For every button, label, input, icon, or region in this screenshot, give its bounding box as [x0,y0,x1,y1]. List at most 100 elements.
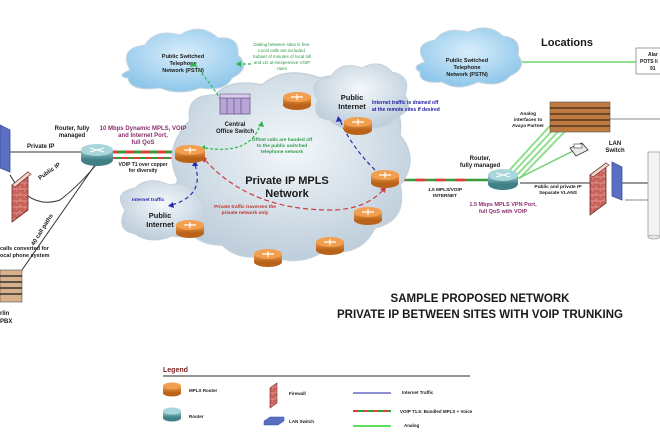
voip-t1-line2: for diversity [129,168,158,174]
mpls-router-icon[interactable] [316,237,344,255]
mpls-router-icon [163,382,181,397]
firewall-icon-left[interactable] [11,171,32,223]
central-office-label-2: Office Switch [216,129,254,135]
router-right-label-1: Router, [470,156,491,162]
firewall-icon [269,382,278,409]
left-lan-switch-icon[interactable] [0,124,11,173]
svg-text:91: 91 [650,66,656,72]
firewall-icon-right[interactable] [589,162,610,216]
svg-text:Alar: Alar [648,52,658,58]
fax-analog-link [514,149,576,181]
internet-top-line1: Public [341,93,364,102]
mpls-cloud-line2: Network [265,188,309,200]
internet-drained-line1: Internet traffic is drained off [372,100,439,106]
analog-interfaces-1: Analog [520,111,536,117]
dialing-note-5: rates [277,66,288,71]
port-left-line1: 10 Mbps Dynamic MPLS, VOIP [100,126,187,132]
svg-text:Firewall: Firewall [289,391,306,396]
mpls-voip-internet-2: INTERNET [433,193,457,199]
legend-title: Legend [163,367,188,374]
legend-item-router: Router [163,407,204,422]
analog-links [504,114,576,179]
avaya-partner-icon[interactable] [549,101,611,133]
dialing-note-4: and LD at inexpensive VOIP [254,60,311,65]
mpls-router-icon[interactable] [354,207,382,225]
analog-interfaces-2: interfaces to [514,117,543,123]
dialing-note-3: Subset of minutes of local toll [253,54,312,59]
legend-item-firewall: Firewall [269,382,306,409]
central-office-switch-icon[interactable] [219,93,251,115]
offnet-note-3: telephone network [261,149,304,155]
legend: Legend MPLS Router Router Firewall LAN S… [163,367,473,428]
diagram-title-line2: PRIVATE IP BETWEEN SITES WITH VOIP TRUNK… [337,309,623,321]
router-icon-right[interactable] [488,169,518,190]
port-left-line3: full QoS [132,140,155,146]
pstn-left-line2: Telephone [169,61,196,67]
pstn-cloud-left: Public Switched Telephone Network (PSTN) [121,28,245,93]
svg-text:VOIP T1.5: Bundled MPLS + Voic: VOIP T1.5: Bundled MPLS + Voice [400,409,473,414]
pstn-dial-arrow [194,64,229,114]
internet-bottom-line2: Internet [146,220,174,229]
router-left-label-2: managed [59,133,86,139]
lan-switch-icon-right[interactable] [611,161,623,201]
legend-item-analog: Analog [353,423,420,428]
mpls-router-icon[interactable] [254,249,282,267]
vlans-line2: Separate VLANS [539,190,578,196]
svg-text:Router: Router [189,414,204,419]
pstn-left-line1: Public Switched [162,54,204,60]
internet-traffic-arrow-right [339,119,376,171]
fax-icon[interactable] [569,142,589,157]
calls-converted-line2: ocal phone system [0,253,50,259]
mpls-router-icon[interactable] [175,145,205,163]
pbx-icon[interactable] [0,269,23,303]
internet-drained-line2: at the remote sites if desired [372,107,440,113]
router-right-label-2: fully managed [460,163,501,169]
pstn-right-line3: Network (PSTN) [446,72,488,78]
internet-top-line2: Internet [338,102,366,111]
legend-item-lan-switch: LAN Switch [263,416,314,426]
offnet-note-1: Offnet calls are handed off [252,137,313,143]
internet-bottom-line1: Public [149,211,172,220]
central-office-label-1: Central [225,122,246,128]
offnet-note-2: to the public switched [257,143,307,149]
pbx-label-2: PBX [0,319,12,325]
pbx-label-1: rlin [0,311,10,317]
calls-converted-line1: calls converted for [0,246,50,252]
mpls-voip-internet-1: 1.5 MPLS/VOIP [428,187,463,193]
public-ip-label: Public IP [38,162,62,181]
pstn-right-line2: Telephone [453,65,480,71]
pstn-right-line1: Public Switched [446,58,488,64]
router-icon [163,407,181,422]
mpls-cloud-line1: Private IP MPLS [245,175,329,187]
svg-text:Analog: Analog [404,423,420,428]
call-paths-link [14,164,96,281]
lan-switch-label-2: Switch [605,148,625,154]
svg-text:Internet Traffic: Internet Traffic [402,390,434,395]
private-traffic-arrow [204,159,384,211]
voip-t1-line1: VOIP T1 over copper [118,162,167,168]
pstn-left-line3: Network (PSTN) [162,68,204,74]
port-left-line2: and Internet Port, [118,133,168,139]
mpls-router-icon[interactable] [344,117,372,135]
internet-cloud-top: Public Internet [313,63,409,129]
mpls-router-icon[interactable] [371,170,399,188]
lan-switch-icon [263,416,285,426]
private-traffic-line2: private network only [222,210,269,216]
legend-item-internet-traffic: Internet Traffic [353,390,434,395]
vlans-line1: Public and private IP [534,184,582,190]
router-icon-left[interactable] [81,144,113,166]
private-traffic-line1: Private traffic traverses the [214,204,276,210]
server-rack-icon[interactable] [647,151,660,240]
pstn-cloud-right: Public Switched Telephone Network (PSTN) [415,27,523,88]
mpls-router-icon[interactable] [176,220,204,238]
dialing-note-1: Dialing between sites is free. [253,42,310,47]
diagram-title-line1: SAMPLE PROPOSED NETWORK [391,293,571,305]
port-right-line2: full QoS with VOIP [479,209,528,215]
locations-heading: Locations [541,37,593,49]
svg-text:MPLS Router: MPLS Router [189,388,217,393]
legend-item-voip-bundled: VOIP T1.5: Bundled MPLS + Voice [353,409,473,414]
mpls-router-icon[interactable] [283,92,311,110]
svg-text:POTS li: POTS li [640,59,658,65]
analog-interfaces-3: Avaya Partner [512,123,544,129]
